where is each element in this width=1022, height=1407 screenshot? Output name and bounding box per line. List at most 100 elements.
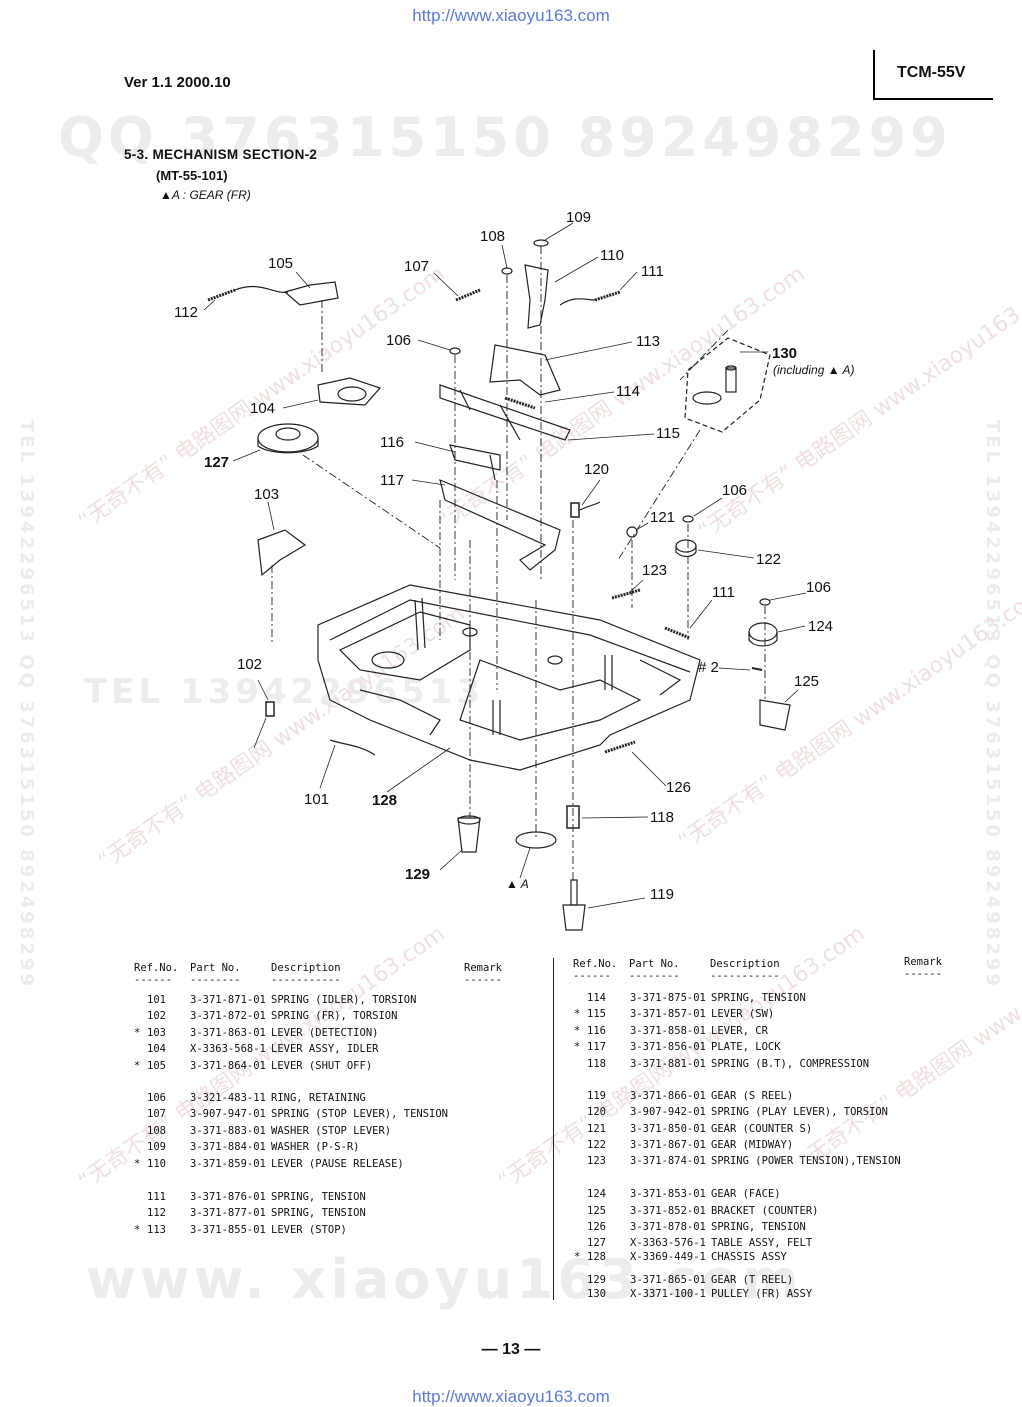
row-ref: 101 — [147, 994, 166, 1006]
lever-105 — [283, 281, 339, 306]
row-part: X-3371-100-1 — [630, 1288, 706, 1300]
section-title: 5-3. MECHANISM SECTION-2 — [124, 147, 318, 162]
row-part: X-3363-568-1 — [190, 1043, 266, 1055]
row-ref: 110 — [147, 1158, 166, 1170]
row-part: 3-371-863-01 — [190, 1027, 266, 1039]
model-box — [873, 50, 993, 100]
row-mark: * — [134, 1060, 141, 1072]
gear-121 — [626, 526, 638, 538]
callout-gear-a: ▲ A — [506, 877, 529, 891]
row-mark: * — [134, 1224, 141, 1236]
row-desc: LEVER, CR — [711, 1025, 768, 1037]
callout-109: 109 — [566, 209, 591, 226]
row-ref: 129 — [587, 1274, 606, 1286]
row-desc: LEVER (SHUT OFF) — [271, 1060, 373, 1072]
row-desc: GEAR (T REEL) — [711, 1274, 794, 1286]
row-desc: LEVER (STOP) — [271, 1224, 347, 1236]
row-mark: * — [574, 1041, 581, 1053]
dash-part: -------- — [629, 970, 680, 982]
row-part: 3-371-875-01 — [630, 992, 706, 1004]
lever-113 — [489, 344, 561, 396]
lever-115 — [439, 384, 571, 441]
screw-2 — [751, 667, 763, 671]
row-ref: 115 — [587, 1008, 606, 1020]
row-part: 3-371-856-01 — [630, 1041, 706, 1053]
row-ref: 121 — [587, 1123, 606, 1135]
pulley-130 — [692, 391, 722, 405]
row-part: 3-371-852-01 — [630, 1205, 706, 1217]
row-ref: 108 — [147, 1125, 166, 1137]
row-ref: 124 — [587, 1188, 606, 1200]
row-part: 3-371-859-01 — [190, 1158, 266, 1170]
gear-s-reel-119 — [562, 904, 586, 931]
row-ref: 112 — [147, 1207, 166, 1219]
row-desc: RING, RETAINING — [271, 1092, 366, 1104]
row-ref: 107 — [147, 1108, 166, 1120]
bracket-125 — [759, 699, 791, 731]
row-part: 3-371-855-01 — [190, 1224, 266, 1236]
row-ref: 102 — [147, 1010, 166, 1022]
row-ref: 126 — [587, 1221, 606, 1233]
row-part: 3-371-876-01 — [190, 1191, 266, 1203]
row-desc: SPRING, TENSION — [271, 1191, 366, 1203]
spring-102 — [265, 701, 275, 717]
row-part: 3-371-857-01 — [630, 1008, 706, 1020]
header-desc: Description — [271, 962, 341, 974]
callout-108: 108 — [480, 228, 505, 245]
callout-120: 120 — [584, 461, 609, 478]
callout-112: 112 — [174, 304, 198, 321]
callout-129: 129 — [405, 866, 430, 883]
callout-111-lower: 111 — [712, 584, 735, 601]
row-desc: SPRING (FR), TORSION — [271, 1010, 398, 1022]
row-part: 3-371-884-01 — [190, 1141, 266, 1153]
header-part: Part No. — [629, 958, 680, 970]
ring-106-mid — [682, 515, 694, 523]
watermark-side-right: TEL 13942296513 QQ 376315150 892498299 — [982, 420, 1003, 989]
section-note: ▲A : GEAR (FR) — [160, 188, 251, 202]
callout-124: 124 — [808, 618, 833, 635]
lever-assy-104 — [317, 377, 382, 406]
row-mark: * — [574, 1025, 581, 1037]
row-desc: SPRING (IDLER), TORSION — [271, 994, 417, 1006]
page-number: — 13 — — [481, 1341, 541, 1358]
callout-113: 113 — [636, 333, 660, 350]
row-mark: * — [134, 1027, 141, 1039]
row-desc: WASHER (STOP LEVER) — [271, 1125, 392, 1137]
row-desc: LEVER (DETECTION) — [271, 1027, 379, 1039]
row-ref: 114 — [587, 992, 606, 1004]
row-desc: GEAR (FACE) — [711, 1188, 781, 1200]
row-ref: 122 — [587, 1139, 606, 1151]
callout-103: 103 — [254, 486, 279, 503]
callout-105: 105 — [268, 255, 293, 272]
dash-remark: ------ — [904, 968, 942, 980]
callout-114: 114 — [616, 383, 640, 400]
row-desc: SPRING (STOP LEVER), TENSION — [271, 1108, 449, 1120]
row-part: 3-371-853-01 — [630, 1188, 706, 1200]
row-ref: 109 — [147, 1141, 166, 1153]
row-ref: 106 — [147, 1092, 166, 1104]
row-desc: GEAR (MIDWAY) — [711, 1139, 794, 1151]
row-mark: * — [574, 1008, 581, 1020]
callout-121: 121 — [650, 509, 675, 526]
row-part: 3-371-874-01 — [630, 1155, 706, 1167]
pulley-box-130 — [684, 337, 771, 433]
ring-106-top — [449, 347, 461, 355]
row-part: 3-371-883-01 — [190, 1125, 266, 1137]
row-part: 3-371-867-01 — [630, 1139, 706, 1151]
row-desc: LEVER (PAUSE RELEASE) — [271, 1158, 404, 1170]
row-ref: 123 — [587, 1155, 606, 1167]
plate-117 — [439, 478, 561, 571]
row-part: 3-371-850-01 — [630, 1123, 706, 1135]
watermark-side-left: TEL 13942296513 QQ 376315150 892498299 — [16, 420, 37, 989]
spring-126 — [604, 740, 636, 754]
row-part: X-3369-449-1 — [630, 1251, 706, 1263]
callout-117: 117 — [380, 472, 404, 489]
row-part: 3-371-864-01 — [190, 1060, 266, 1072]
exploded-view-diagram: 105 112 107 108 109 110 111 106 113 130 … — [174, 209, 854, 931]
washer-108 — [501, 267, 513, 275]
row-ref: 125 — [587, 1205, 606, 1217]
row-ref: 113 — [147, 1224, 166, 1236]
callout-125: 125 — [794, 673, 819, 690]
callout-104: 104 — [250, 400, 275, 417]
row-desc: SPRING, TENSION — [271, 1207, 366, 1219]
